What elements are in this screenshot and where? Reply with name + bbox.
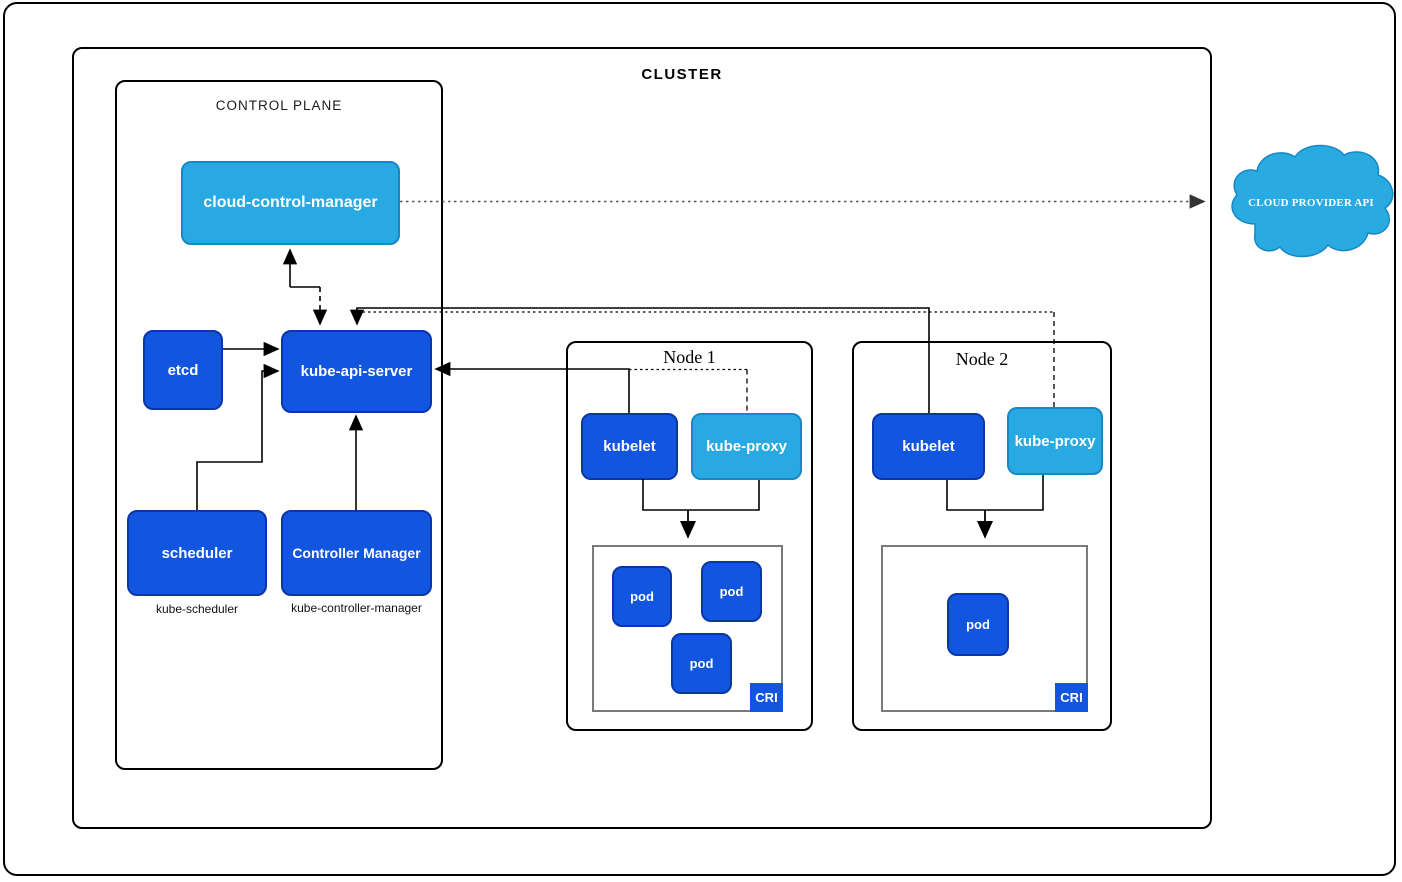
node1-pod-1: pod	[612, 566, 672, 627]
cloud-provider-api-label: CLOUD PROVIDER API	[1248, 197, 1374, 209]
node2-kubelet-box: kubelet	[872, 413, 985, 480]
control-plane-box	[115, 80, 443, 770]
node2-kube-proxy-box: kube-proxy	[1007, 407, 1103, 475]
cluster-box	[72, 47, 1212, 829]
node1-title: Node 1	[663, 347, 716, 367]
node2-title: Node 2	[955, 349, 1009, 369]
node1-pod-2: pod	[701, 561, 762, 622]
control-plane-label: CONTROL PLANE	[215, 98, 343, 113]
node2-pod-1: pod	[947, 593, 1009, 656]
kube-scheduler-caption: kube-scheduler	[155, 602, 239, 616]
etcd-box: etcd	[143, 330, 223, 410]
cloud-icon	[1231, 144, 1394, 258]
scheduler-box: scheduler	[127, 510, 267, 596]
node1-cri-badge: CRI	[750, 683, 783, 712]
cloud-control-manager-box: cloud-control-manager	[181, 161, 400, 245]
cluster-label: CLUSTER	[641, 66, 723, 83]
node1-kube-proxy-box: kube-proxy	[691, 413, 802, 480]
diagram-outer-border	[3, 2, 1396, 876]
controller-manager-box: Controller Manager	[281, 510, 432, 596]
cloud-provider-api: CLOUD PROVIDER API	[1222, 140, 1400, 266]
node2-box	[852, 341, 1112, 731]
node2-cri-badge: CRI	[1055, 683, 1088, 712]
node1-pod-3: pod	[671, 633, 732, 694]
node1-kubelet-box: kubelet	[581, 413, 678, 480]
kube-controller-manager-caption: kube-controller-manager	[291, 601, 422, 615]
kube-api-server-box: kube-api-server	[281, 330, 432, 413]
